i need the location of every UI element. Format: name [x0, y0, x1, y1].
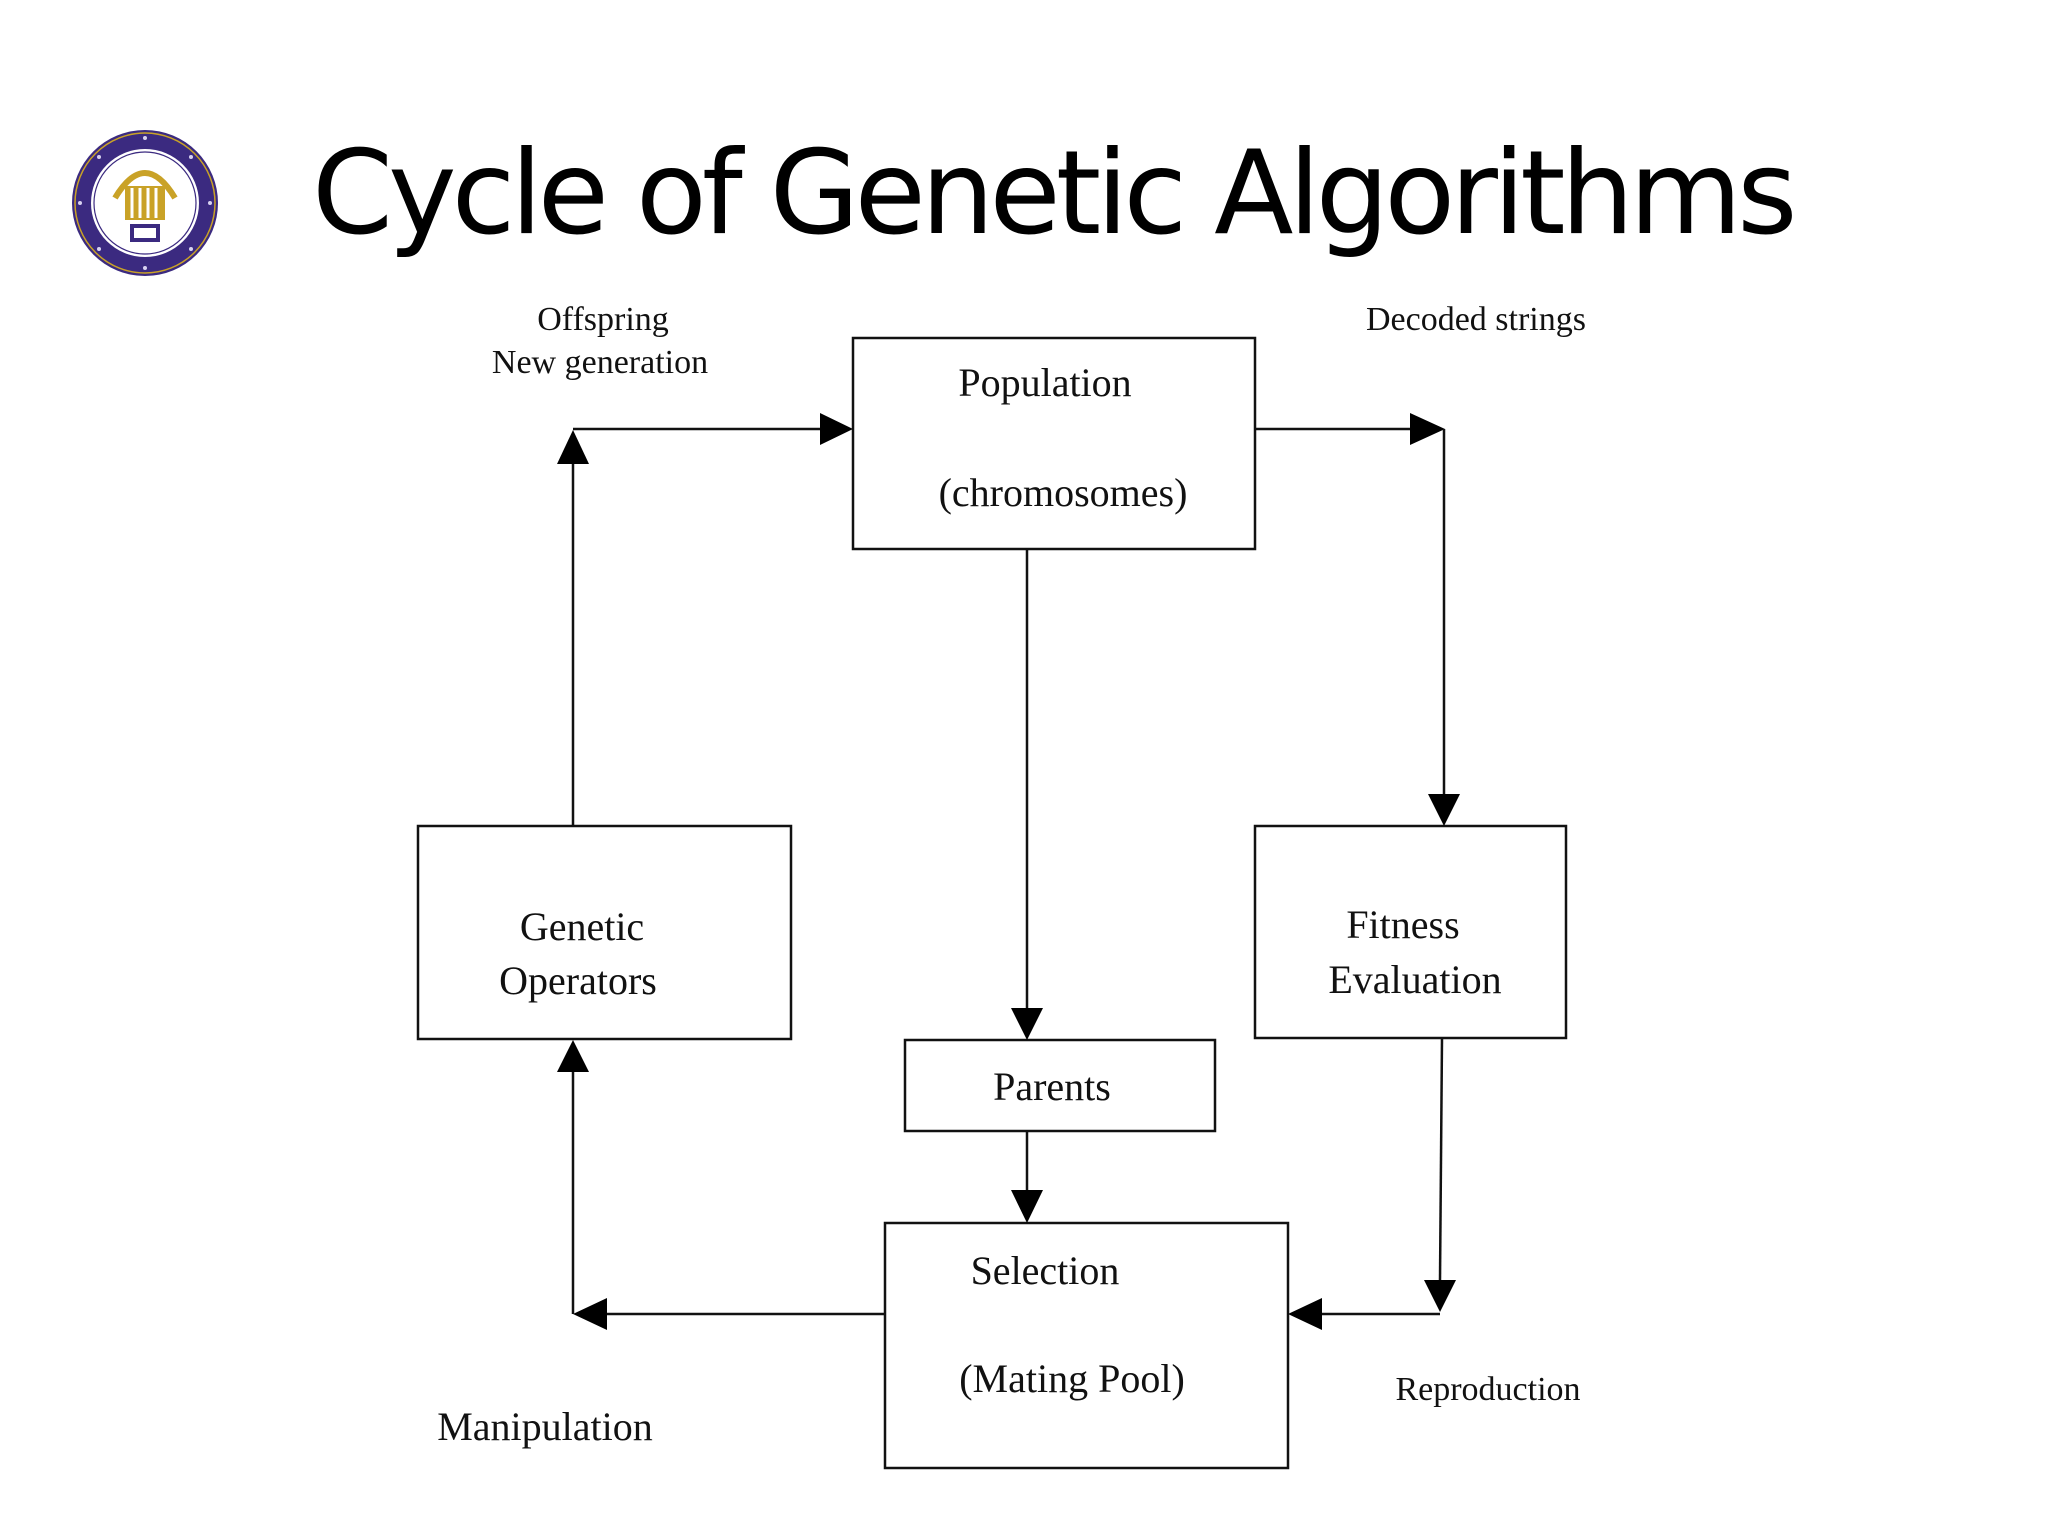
arrow-down-icon: [1011, 1008, 1043, 1040]
arrow-down-icon: [1011, 1190, 1043, 1223]
selection-box: [883, 1221, 1290, 1470]
population-box: [851, 336, 1257, 551]
new-generation-label: New generation: [492, 344, 708, 381]
page-title: Cycle of Genetic Algorithms: [312, 126, 1798, 261]
decoded-strings-label: Decoded strings: [1366, 301, 1586, 338]
university-seal-icon: [72, 130, 218, 276]
population-sublabel: (chromosomes): [939, 470, 1188, 515]
arrow-left-icon: [573, 1298, 607, 1330]
fitness-label: Fitness: [1346, 902, 1459, 947]
arrow-down-icon: [1428, 794, 1460, 826]
arrow-up-icon: [557, 1040, 589, 1072]
arrow-right-icon: [820, 413, 853, 445]
fitness-sublabel: Evaluation: [1328, 957, 1501, 1002]
fitness-to-reproduction-line: [1438, 1037, 1444, 1281]
reproduction-label: Reproduction: [1395, 1371, 1580, 1408]
population-label: Population: [958, 360, 1131, 405]
parents-label: Parents: [993, 1064, 1111, 1109]
operators-sublabel: Operators: [499, 958, 657, 1003]
arrow-up-icon: [557, 430, 589, 464]
arrow-down-icon: [1424, 1280, 1456, 1312]
operators-box: [416, 824, 793, 1041]
offspring-label: Offspring: [537, 301, 669, 338]
fitness-box: [1253, 824, 1568, 1040]
selection-sublabel: (Mating Pool): [959, 1356, 1185, 1401]
manipulation-label: Manipulation: [437, 1404, 653, 1449]
operators-label: Genetic: [520, 904, 644, 949]
parents-box: [903, 1038, 1217, 1133]
arrow-right-icon: [1410, 413, 1445, 445]
selection-label: Selection: [971, 1248, 1120, 1293]
arrow-left-icon: [1288, 1298, 1322, 1330]
